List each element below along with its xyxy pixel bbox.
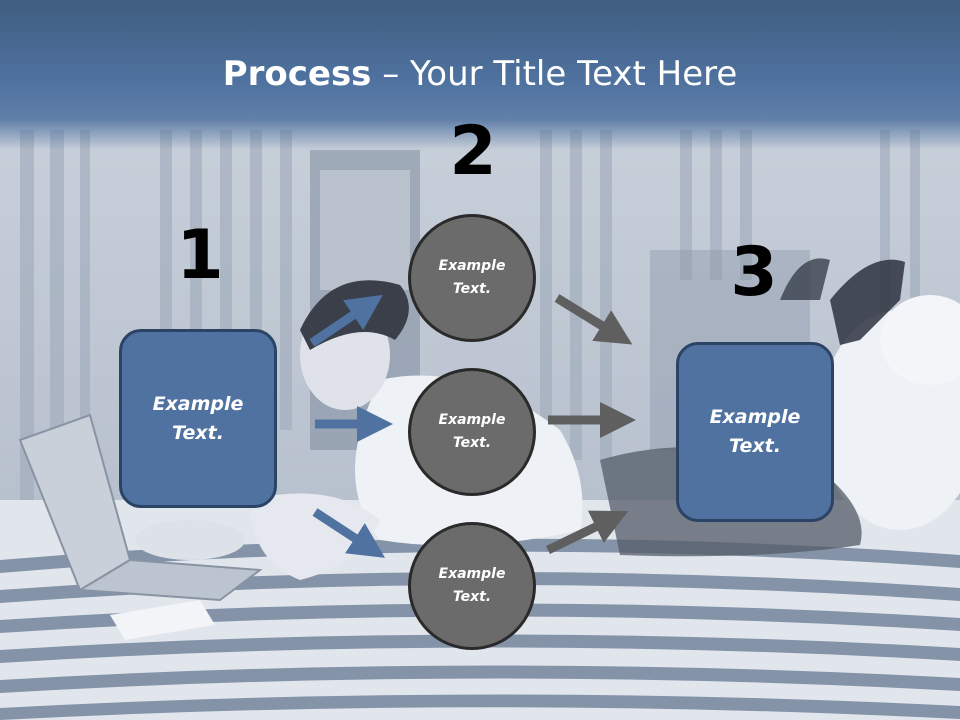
slide-title: Process – Your Title Text Here [0, 52, 960, 96]
process-circle-3-label: Example Text. [438, 566, 506, 605]
step-number-2: 2 [449, 112, 497, 191]
process-circle-2: Example Text. [408, 368, 536, 496]
step-number-3: 3 [730, 233, 778, 312]
header-band [0, 0, 960, 150]
step-number-1: 1 [176, 216, 224, 295]
arrow-from-circle-3 [546, 510, 629, 555]
title-rest: – Your Title Text Here [371, 54, 738, 94]
arrow-from-circle-1 [554, 294, 633, 345]
output-box: Example Text. [676, 342, 834, 522]
process-circle-3: Example Text. [408, 522, 536, 650]
title-bold: Process [222, 54, 372, 94]
arrow-to-circle-1 [309, 294, 383, 347]
input-box-label: Example Text. [152, 392, 244, 444]
output-box-label: Example Text. [709, 406, 801, 457]
process-circle-2-label: Example Text. [438, 412, 506, 451]
input-box: Example Text. [119, 329, 277, 508]
arrow-to-circle-3 [312, 508, 386, 558]
process-circle-1: Example Text. [408, 214, 536, 342]
process-circle-1-label: Example Text. [438, 258, 506, 297]
